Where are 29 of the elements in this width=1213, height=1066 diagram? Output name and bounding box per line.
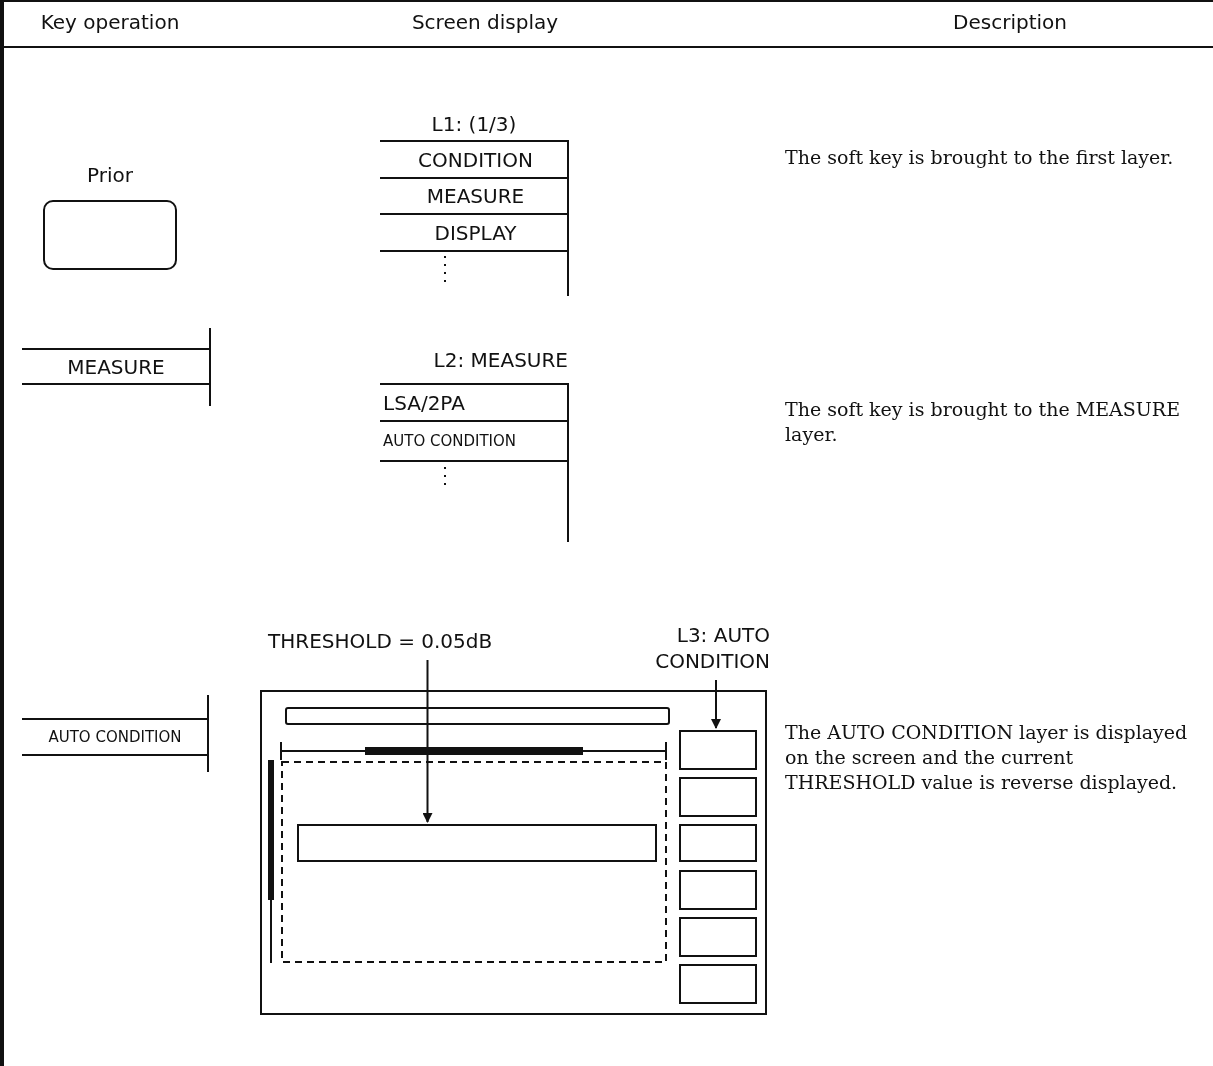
menu-item: CONDITION (380, 140, 568, 177)
screen-drawing (260, 690, 767, 1015)
menu-item: AUTO CONDITION (380, 420, 568, 462)
soft-key: AUTO CONDITION (22, 718, 208, 756)
soft-key-box (679, 964, 757, 1004)
callout-text: L3: AUTO CONDITION (578, 622, 770, 678)
soft-key-box (679, 917, 757, 957)
soft-key-box (679, 824, 757, 862)
leader-arrow (711, 679, 721, 729)
menu-item: LSA/2PA (380, 383, 568, 420)
soft-key-box (679, 730, 757, 770)
key-label: Prior (86, 163, 134, 187)
soft-key: MEASURE (22, 348, 210, 385)
soft-key-box (679, 870, 757, 910)
menu-heading: L2: MEASURE (432, 348, 568, 372)
description-text: The soft key is brought to the first layer. (785, 145, 1175, 170)
soft-key-box (679, 777, 757, 817)
menu-item: DISPLAY (380, 213, 568, 252)
highlighted-field (297, 824, 657, 862)
description-text: The soft key is brought to the MEASURE layer. (785, 397, 1181, 447)
menu-item: MEASURE (380, 177, 568, 213)
column-header: Screen display (410, 10, 560, 34)
description-text: The AUTO CONDITION layer is displayed on the screen and the current THRESHOLD value is reverse displayed. (785, 720, 1189, 795)
column-header: Key operation (39, 10, 181, 34)
leader-arrow (422, 659, 433, 823)
title-bar (285, 707, 670, 725)
column-header: Description (952, 10, 1068, 34)
menu-heading: L1: (1/3) (430, 112, 518, 136)
callout-text: THRESHOLD = 0.05dB (268, 628, 560, 658)
